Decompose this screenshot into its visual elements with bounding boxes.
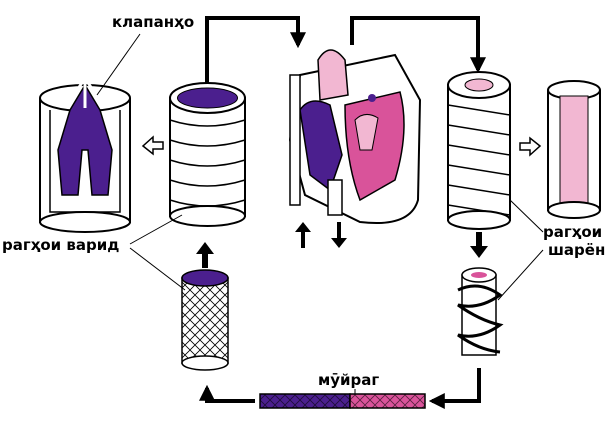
flow-line-arteriole-to-capillary	[432, 368, 479, 401]
flow-line-capillary-to-venule	[207, 388, 255, 401]
label-valves: клапанҳо	[112, 14, 194, 31]
label-arteries-line1: рагҳои	[543, 224, 602, 241]
arrow-icon	[196, 242, 214, 268]
label-veins: рагҳои варид	[2, 237, 119, 254]
hollow-arrow-icon	[520, 138, 540, 155]
leader-line	[130, 248, 185, 290]
arrow-icon	[295, 222, 311, 248]
label-arteries-line2: шарён	[548, 242, 605, 259]
arteriole	[458, 268, 500, 355]
arrow-icon	[331, 222, 347, 248]
flow-line-vein-to-heart	[207, 18, 298, 85]
artery-cylinder	[448, 72, 510, 229]
heart	[290, 50, 420, 223]
arrow-icon	[470, 232, 488, 258]
hollow-arrow-icon	[143, 137, 163, 154]
leader-line	[510, 200, 543, 232]
leader-line	[130, 215, 182, 244]
label-capillary: мӯйраг	[318, 372, 379, 389]
capillary	[260, 394, 425, 408]
venule	[182, 270, 228, 370]
leader-line	[97, 34, 140, 95]
vein-valve-section	[40, 78, 130, 232]
artery-section	[548, 81, 600, 218]
leader-line	[498, 250, 543, 300]
vein-cylinder	[170, 83, 245, 226]
